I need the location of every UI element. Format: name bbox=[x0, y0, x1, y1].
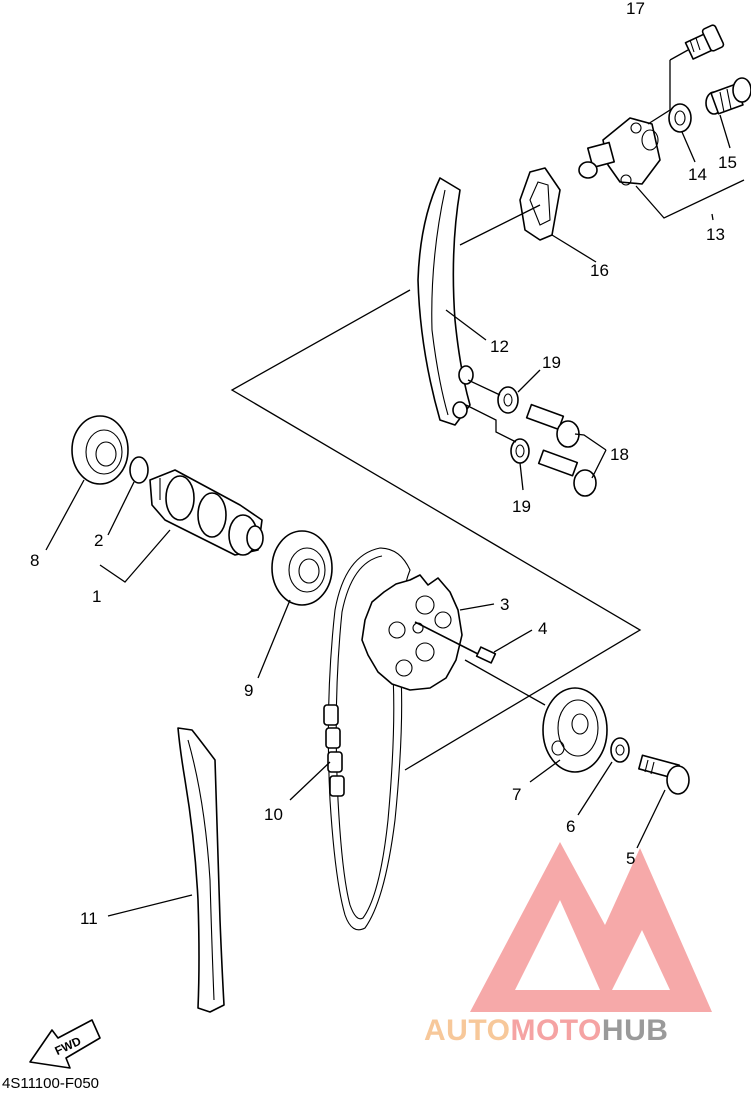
part-12-chain-guide bbox=[417, 177, 474, 426]
fwd-arrow: FWD bbox=[29, 1019, 101, 1069]
part-6-washer bbox=[610, 737, 630, 763]
callout-14: 14 bbox=[688, 165, 707, 184]
callout-8: 8 bbox=[30, 551, 39, 570]
part-18-bolt-lower bbox=[537, 449, 597, 497]
part-16-gasket-plate bbox=[519, 167, 561, 241]
part-9-bearing bbox=[271, 530, 333, 606]
callout-6: 6 bbox=[566, 817, 575, 836]
watermark-part-moto: MOTO bbox=[510, 1014, 601, 1047]
callout-17: 17 bbox=[626, 0, 645, 18]
part-8-bearing bbox=[71, 415, 129, 485]
assembly-boundary bbox=[230, 289, 642, 771]
watermark-text: AUTOMOTOHUB bbox=[424, 1014, 668, 1047]
part-15-plug bbox=[705, 77, 751, 115]
part-1-camshaft bbox=[149, 469, 264, 556]
callout-11: 11 bbox=[80, 909, 98, 928]
part-18-bolt-upper bbox=[525, 403, 580, 448]
watermark-part-hub: HUB bbox=[602, 1014, 669, 1047]
leader-lines bbox=[45, 49, 745, 917]
callout-2: 2 bbox=[94, 531, 103, 550]
callout-9: 9 bbox=[244, 681, 253, 700]
callout-19-lower: 19 bbox=[512, 497, 531, 516]
watermark-triangle-icon bbox=[470, 842, 712, 1012]
callout-3: 3 bbox=[500, 595, 509, 614]
callout-5: 5 bbox=[626, 849, 635, 868]
part-5-bolt bbox=[638, 754, 690, 795]
callout-19-upper: 19 bbox=[542, 353, 561, 372]
callout-10: 10 bbox=[264, 805, 283, 824]
callout-labels: 17 15 14 13 16 12 19 18 19 2 8 1 3 4 9 7… bbox=[30, 0, 737, 928]
callout-13: 13 bbox=[706, 225, 725, 244]
callout-15: 15 bbox=[718, 153, 737, 172]
part-13-tensioner bbox=[578, 117, 661, 186]
part-14-gasket bbox=[668, 103, 692, 133]
svg-text:AUTOMOTOHUB: AUTOMOTOHUB bbox=[424, 1014, 668, 1047]
part-11-chain-guide bbox=[177, 727, 225, 1013]
watermark-part-auto: AUTO bbox=[424, 1014, 510, 1047]
callout-12: 12 bbox=[490, 337, 509, 356]
callout-18: 18 bbox=[610, 445, 629, 464]
callout-16: 16 bbox=[590, 261, 609, 280]
watermark-logo bbox=[470, 842, 712, 1012]
part-2-circlip bbox=[129, 456, 149, 484]
part-7-plate bbox=[542, 687, 608, 773]
callout-1: 1 bbox=[92, 587, 101, 606]
part-17-bolt bbox=[684, 24, 725, 60]
part-3-sprocket bbox=[361, 574, 463, 691]
part-4-pin bbox=[414, 621, 497, 664]
callout-4: 4 bbox=[538, 619, 547, 638]
part-19-washer-upper bbox=[497, 386, 519, 414]
callout-7: 7 bbox=[512, 785, 521, 804]
part-19-washer-lower bbox=[510, 438, 530, 464]
diagram-code: 4S11100-F050 bbox=[2, 1075, 99, 1092]
